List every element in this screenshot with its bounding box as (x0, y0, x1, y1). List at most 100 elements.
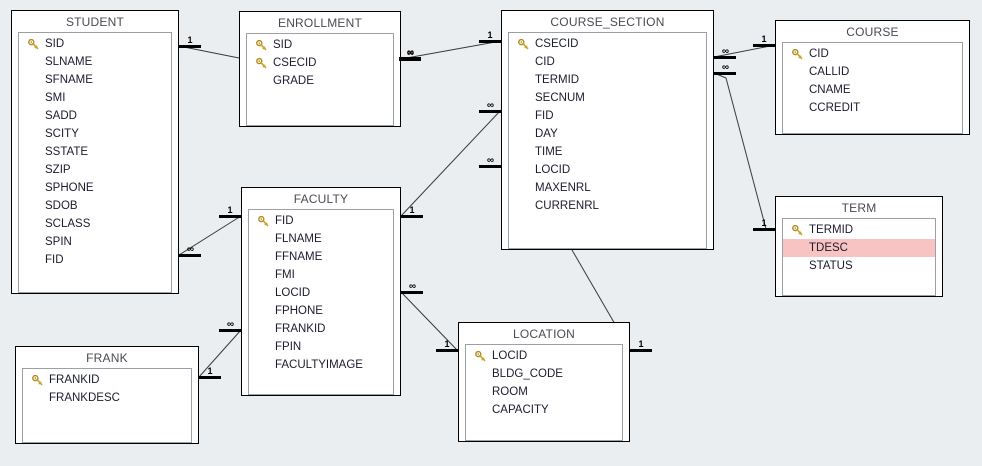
field-row-selected[interactable]: TDESC (783, 239, 935, 257)
cardinality-label: ∞ (186, 244, 194, 255)
field-row[interactable]: SDOB (19, 197, 171, 215)
field-row[interactable]: SID (247, 36, 393, 54)
cardinality-marker-many: ∞ (714, 47, 736, 59)
cardinality-label: ∞ (408, 281, 416, 292)
field-name: SCITY (45, 128, 79, 140)
field-row[interactable]: SCLASS (19, 215, 171, 233)
field-row[interactable]: DAY (509, 125, 706, 143)
cardinality-stub (219, 215, 241, 218)
field-row[interactable]: CID (783, 45, 962, 63)
field-row[interactable]: TERMID (509, 71, 706, 89)
field-name: FRANKDESC (49, 392, 120, 404)
field-name: SDOB (45, 200, 78, 212)
cardinality-label: ∞ (406, 47, 414, 58)
field-row[interactable]: SID (19, 35, 171, 53)
table-title-course: COURSE (846, 25, 899, 39)
field-row[interactable]: GRADE (247, 72, 393, 90)
field-row[interactable]: SADD (19, 107, 171, 125)
field-row[interactable]: CCREDIT (783, 99, 962, 117)
primary-key-icon (513, 38, 533, 50)
table-title-frank: FRANK (86, 351, 128, 365)
field-name: CID (809, 48, 829, 60)
field-name: TERMID (809, 224, 854, 236)
cardinality-label: ∞ (721, 46, 729, 57)
field-row[interactable]: LOCID (466, 347, 622, 365)
primary-key-icon (27, 374, 47, 386)
field-row[interactable]: FID (509, 107, 706, 125)
primary-key-icon (253, 215, 273, 227)
field-row[interactable]: FRANKID (23, 371, 191, 389)
field-name: SLNAME (45, 56, 93, 68)
field-row[interactable]: SZIP (19, 161, 171, 179)
primary-key-icon (251, 39, 271, 51)
cardinality-stub (479, 165, 501, 168)
primary-key-icon (787, 224, 807, 236)
cardinality-stub (436, 349, 458, 352)
field-row[interactable]: SPIN (19, 233, 171, 251)
field-name: SID (45, 38, 65, 50)
field-row[interactable]: FPIN (249, 338, 393, 356)
field-row[interactable]: CID (509, 53, 706, 71)
field-row[interactable]: LOCID (249, 284, 393, 302)
field-row[interactable]: CURRENRL (509, 197, 706, 215)
field-row[interactable]: SLNAME (19, 53, 171, 71)
field-name: SPIN (45, 236, 72, 248)
field-name: ROOM (492, 386, 528, 398)
primary-key-icon (251, 57, 271, 69)
field-row[interactable]: LOCID (509, 161, 706, 179)
field-row[interactable]: CALLID (783, 63, 962, 81)
field-row[interactable]: SFNAME (19, 71, 171, 89)
field-row[interactable]: CNAME (783, 81, 962, 99)
field-name: FPIN (275, 341, 302, 353)
field-row[interactable]: CSECID (247, 54, 393, 72)
cardinality-marker-many: ∞ (479, 156, 501, 168)
field-row[interactable]: SSTATE (19, 143, 171, 161)
field-row[interactable]: FLNAME (249, 230, 393, 248)
field-name: FLNAME (275, 233, 322, 245)
field-row[interactable]: BLDG_CODE (466, 365, 622, 383)
field-row[interactable]: CSECID (509, 35, 706, 53)
field-name: FPHONE (275, 305, 323, 317)
field-row[interactable]: MAXENRL (509, 179, 706, 197)
field-row[interactable]: SPHONE (19, 179, 171, 197)
field-row[interactable]: ROOM (466, 383, 622, 401)
field-name: SMI (45, 92, 66, 104)
field-row[interactable]: FPHONE (249, 302, 393, 320)
field-row[interactable]: TIME (509, 143, 706, 161)
cardinality-marker-many: ∞ (714, 63, 736, 75)
field-name: SCLASS (45, 218, 91, 230)
field-row[interactable]: FRANKID (249, 320, 393, 338)
field-row[interactable]: STATUS (783, 257, 935, 275)
field-name: FID (535, 110, 554, 122)
table-frank[interactable]: FRANK FRANKID FRANKDESC (15, 346, 199, 444)
field-row[interactable]: SCITY (19, 125, 171, 143)
primary-key-icon (23, 38, 43, 50)
field-row[interactable]: TERMID (783, 221, 935, 239)
field-name: SECNUM (535, 92, 585, 104)
field-row[interactable]: FFNAME (249, 248, 393, 266)
field-row[interactable]: FRANKDESC (23, 389, 191, 407)
field-row[interactable]: FACULTYIMAGE (249, 356, 393, 374)
cardinality-stub (399, 58, 421, 61)
field-row[interactable]: SMI (19, 89, 171, 107)
cardinality-stub (714, 72, 736, 75)
field-row[interactable]: SECNUM (509, 89, 706, 107)
cardinality-marker-one: 1 (753, 35, 775, 47)
relationship-line[interactable] (713, 72, 775, 230)
field-row[interactable]: FID (249, 212, 393, 230)
field-row[interactable]: FMI (249, 266, 393, 284)
field-name: SID (273, 39, 293, 51)
field-row[interactable]: CAPACITY (466, 401, 622, 419)
field-row[interactable]: FID (19, 251, 171, 269)
field-name: FMI (275, 269, 295, 281)
primary-key-icon (470, 350, 490, 362)
cardinality-marker-many: ∞ (219, 320, 241, 332)
